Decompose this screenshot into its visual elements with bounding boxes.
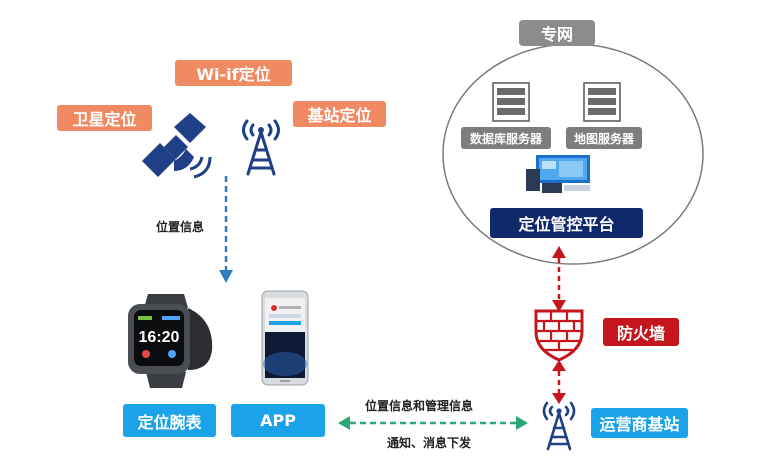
db-server-label: 数据库服务器	[461, 127, 551, 149]
location-info-label: 位置信息	[156, 220, 205, 234]
watch-time: 16:20	[139, 329, 180, 346]
uplink-message-label: 位置信息和管理信息	[365, 399, 474, 413]
location-info-arrow	[219, 176, 233, 283]
server-icon	[583, 82, 621, 122]
satellite-icon	[142, 113, 212, 179]
operator-basestation-label: 运营商基站	[591, 408, 688, 438]
antenna-tower-icon	[542, 401, 576, 451]
firewall-basestation-arrow	[552, 360, 566, 404]
watch-label: 定位腕表	[123, 404, 216, 437]
tag-satellite-positioning: 卫星定位	[57, 105, 152, 131]
tag-wifi-positioning: Wi-if定位	[175, 60, 292, 86]
tag-basestation-positioning: 基站定位	[293, 101, 386, 127]
monitor-dashboard-icon	[526, 155, 590, 193]
map-server-label: 地图服务器	[566, 127, 642, 149]
smartwatch-icon: 16:20	[128, 294, 213, 388]
platform-label: 定位管控平台	[490, 208, 643, 238]
smartphone-icon	[261, 290, 309, 386]
downlink-message-label: 通知、消息下发	[387, 436, 472, 450]
private-network-label: 专网	[519, 20, 595, 46]
server-icon	[492, 82, 530, 122]
antenna-tower-icon	[242, 119, 280, 176]
firewall-label: 防火墙	[603, 318, 679, 346]
app-label: APP	[231, 404, 325, 437]
platform-firewall-arrow	[552, 246, 566, 312]
app-basestation-arrow	[338, 416, 528, 430]
brick-shield-icon	[534, 309, 584, 362]
